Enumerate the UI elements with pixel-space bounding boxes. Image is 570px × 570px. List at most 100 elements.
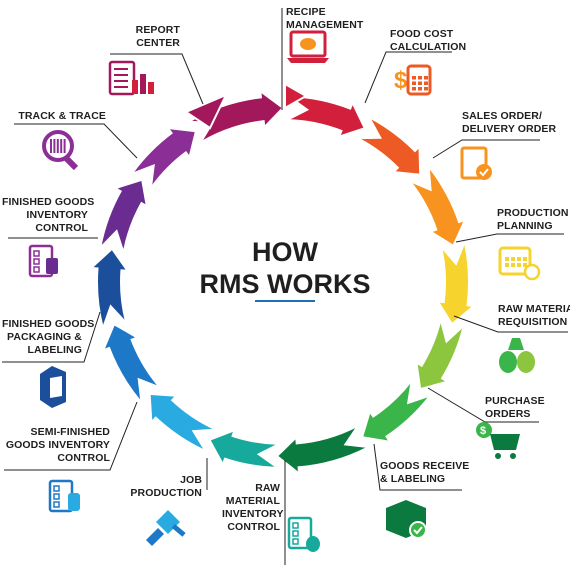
leader-line [110, 53, 204, 105]
ring-segment-notch [359, 118, 382, 140]
leader-line [432, 139, 540, 159]
step-label-line: PLANNING [497, 220, 553, 232]
ring-segment-notch [440, 321, 464, 344]
start-arrow-head [284, 82, 309, 110]
step-label-line: MATERIAL [225, 495, 280, 507]
ring-segment-10 [105, 325, 159, 401]
step-label-line: PURCHASE [485, 395, 545, 407]
cycle-ring [93, 82, 472, 472]
leader-line [14, 123, 138, 159]
ring-segment-4 [439, 243, 472, 323]
step-label-line: GOODS INVENTORY [5, 439, 110, 451]
ring-segment-6 [363, 382, 429, 441]
step-label-line: FINISHED GOODS [2, 318, 95, 330]
ring-segment-2 [359, 118, 420, 174]
tools-hand-icon [146, 510, 186, 546]
step-label-line: RAW [255, 482, 280, 494]
step-label-line: TRACK & TRACE [18, 110, 106, 122]
ring-segment-notch [100, 229, 124, 252]
ring-segment-notch [411, 168, 432, 192]
svg-text:$: $ [394, 67, 408, 94]
center-title-line2: RMS WORKS [199, 269, 371, 299]
ring-segment-notch [406, 382, 430, 405]
step-label-13: TRACK & TRACE [14, 110, 106, 123]
clipboard-check-icon [460, 146, 492, 180]
ring-segment-3 [411, 168, 464, 245]
step-label-line: PACKAGING & [7, 331, 82, 343]
ring-segment-notch [191, 428, 215, 451]
ring-segment-1 [288, 97, 364, 135]
step-icons: $$ [28, 30, 541, 552]
step-label-line: PRODUCTION [497, 207, 569, 219]
checklist-jar-icon [48, 479, 80, 513]
box-check-icon [386, 500, 427, 539]
ring-segment-notch [343, 426, 368, 448]
step-label-line: RAW MATERIAL [498, 303, 570, 315]
ring-segment-13 [133, 129, 195, 187]
step-label-line: CONTROL [35, 222, 88, 234]
leader-line [453, 315, 568, 333]
step-label-line: LABELING [27, 344, 82, 356]
ring-segment-11 [93, 250, 126, 327]
leader-line [455, 233, 564, 243]
barcode-magnifier-icon [42, 130, 79, 171]
ring-segment-7 [278, 427, 367, 472]
center-underline [255, 300, 315, 302]
step-label-line: CONTROL [57, 452, 110, 464]
step-label-5: RAW MATERIALREQUISITION [498, 303, 570, 329]
step-label-line: INVENTORY [26, 209, 88, 221]
leader-line [2, 311, 101, 363]
step-label-line: REQUISITION [498, 316, 568, 328]
checklist-sacks-icon [287, 516, 320, 552]
shopping-cart-dollar-icon: $ [476, 422, 520, 459]
laptop-chef-icon [287, 30, 329, 63]
ring-segment-8 [210, 431, 278, 467]
step-label-7: GOODS RECEIVE& LABELING [380, 460, 470, 486]
leader-line [364, 51, 452, 104]
step-label-line: SEMI-FINISHED [30, 426, 110, 438]
step-label-line: FINISHED GOODS [2, 196, 95, 208]
leader-line [427, 387, 539, 423]
ring-segment-notch [102, 304, 126, 328]
step-label-line: CONTROL [227, 521, 280, 533]
leader-line [373, 443, 462, 491]
leader-lines [2, 8, 568, 565]
step-label-line: RECIPE [286, 6, 326, 18]
ring-segment-9 [150, 395, 215, 450]
ring-segment-notch [137, 377, 159, 402]
center-title-line1: HOW [252, 237, 318, 267]
sacks-icon [499, 338, 535, 373]
step-label-line: CENTER [136, 37, 180, 49]
ring-segment-14 [190, 93, 282, 141]
step-label-line: SALES ORDER/ [462, 110, 542, 122]
step-label-line: REPORT [135, 24, 180, 36]
step-label-line: MANAGEMENT [286, 19, 364, 31]
leader-line [4, 401, 138, 471]
ring-segment-5 [417, 321, 463, 388]
checklist-box-icon [28, 244, 58, 278]
step-label-line: CALCULATION [390, 41, 467, 53]
ring-segment-notch [132, 164, 155, 187]
step-label-line: FOOD COST [390, 28, 454, 40]
end-arrow-head [183, 93, 229, 130]
step-label-line: & LABELING [380, 473, 446, 485]
step-label-3: SALES ORDER/DELIVERY ORDER [462, 110, 562, 136]
ring-segment-notch [256, 444, 278, 468]
step-label-line: ORDERS [485, 408, 531, 420]
svg-text:$: $ [480, 425, 486, 437]
calendar-clock-icon [498, 246, 541, 281]
step-label-line: DELIVERY ORDER [462, 123, 557, 135]
step-label-line: JOB [180, 474, 202, 486]
step-label-line: GOODS RECEIVE [380, 460, 470, 472]
center-title: HOW RMS WORKS [170, 236, 400, 300]
step-label-line: INVENTORY [222, 508, 284, 520]
